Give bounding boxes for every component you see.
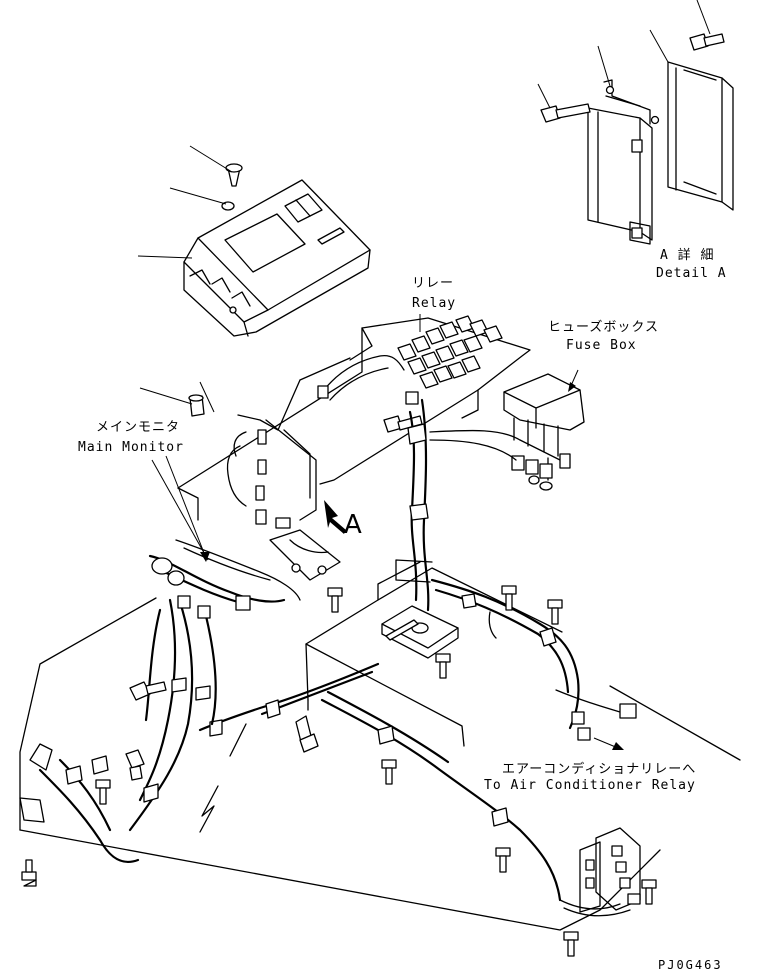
air-conditioner-relay-label-jp: エアーコンディショナリレーへ [502, 762, 697, 777]
main-monitor-drawing [138, 146, 370, 416]
relay-label-jp: リレー [412, 276, 455, 291]
air-conditioner-relay-label-en: To Air Conditioner Relay [484, 778, 696, 793]
drawing-code: PJ0G463 [658, 958, 723, 972]
console-panel [178, 316, 530, 520]
fuse-box-label-jp: ヒューズボックス [548, 320, 659, 335]
detail-a-drawing [538, 0, 733, 244]
bolts [22, 586, 656, 956]
wire-harness [20, 400, 740, 930]
leader-lines [152, 314, 624, 750]
view-a-marker: A [344, 510, 362, 540]
detail-a-label-jp: A 詳 細 [660, 248, 715, 263]
main-monitor-label-jp: メインモニタ [96, 420, 181, 435]
detail-a-label-en: Detail A [656, 266, 727, 281]
relay-label-en: Relay [412, 296, 457, 311]
main-monitor-label-en: Main Monitor [78, 440, 184, 455]
fuse-box-label-en: Fuse Box [566, 338, 637, 353]
fuse-box-drawing [430, 370, 584, 490]
